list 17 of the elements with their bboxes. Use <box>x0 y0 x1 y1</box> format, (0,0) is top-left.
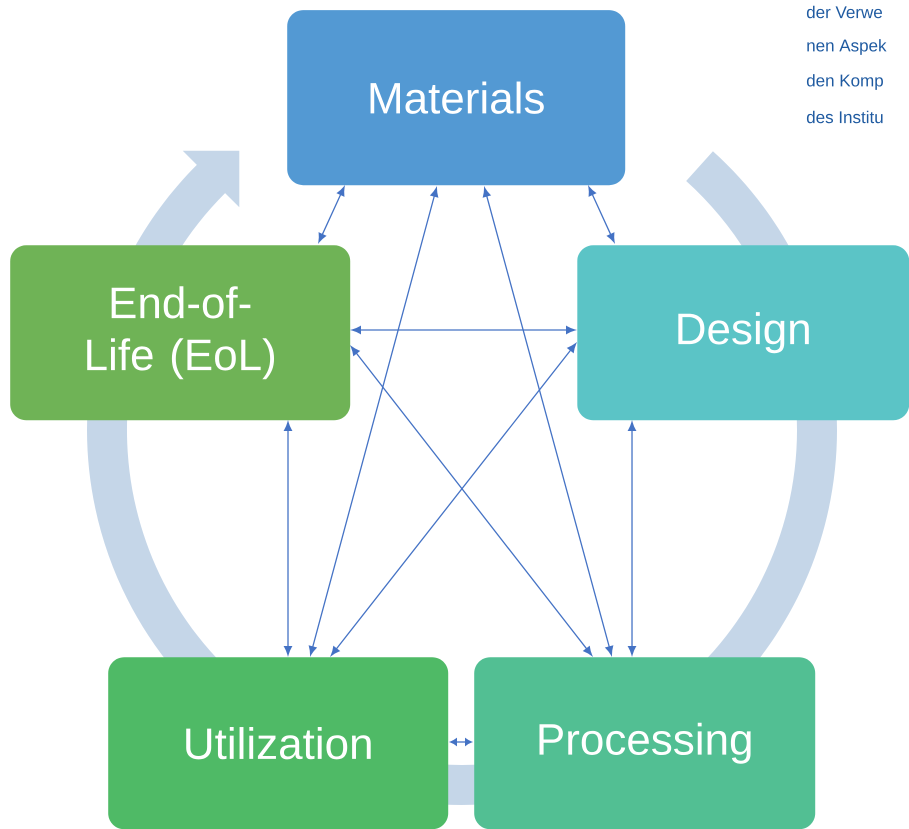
stage-box: End-of-Life (EoL) <box>10 245 350 420</box>
stage-box: Design <box>577 245 909 420</box>
double-arrow <box>284 422 292 656</box>
double-arrow <box>450 738 472 746</box>
text-line: nen Aspek <box>807 39 887 55</box>
double-arrow <box>628 422 636 656</box>
text-line: den Komp <box>806 74 883 90</box>
text-line: der Verwe <box>806 6 882 18</box>
text-line: des Institu <box>806 110 883 124</box>
double-arrow <box>588 186 615 242</box>
stage-box: Utilization <box>108 657 448 829</box>
double-arrow <box>482 188 614 656</box>
double-arrow <box>318 186 345 242</box>
double-arrow <box>352 326 576 334</box>
stage-box: Materials <box>287 10 626 186</box>
stage-box: Processing <box>474 657 816 829</box>
double-arrow <box>308 188 438 656</box>
